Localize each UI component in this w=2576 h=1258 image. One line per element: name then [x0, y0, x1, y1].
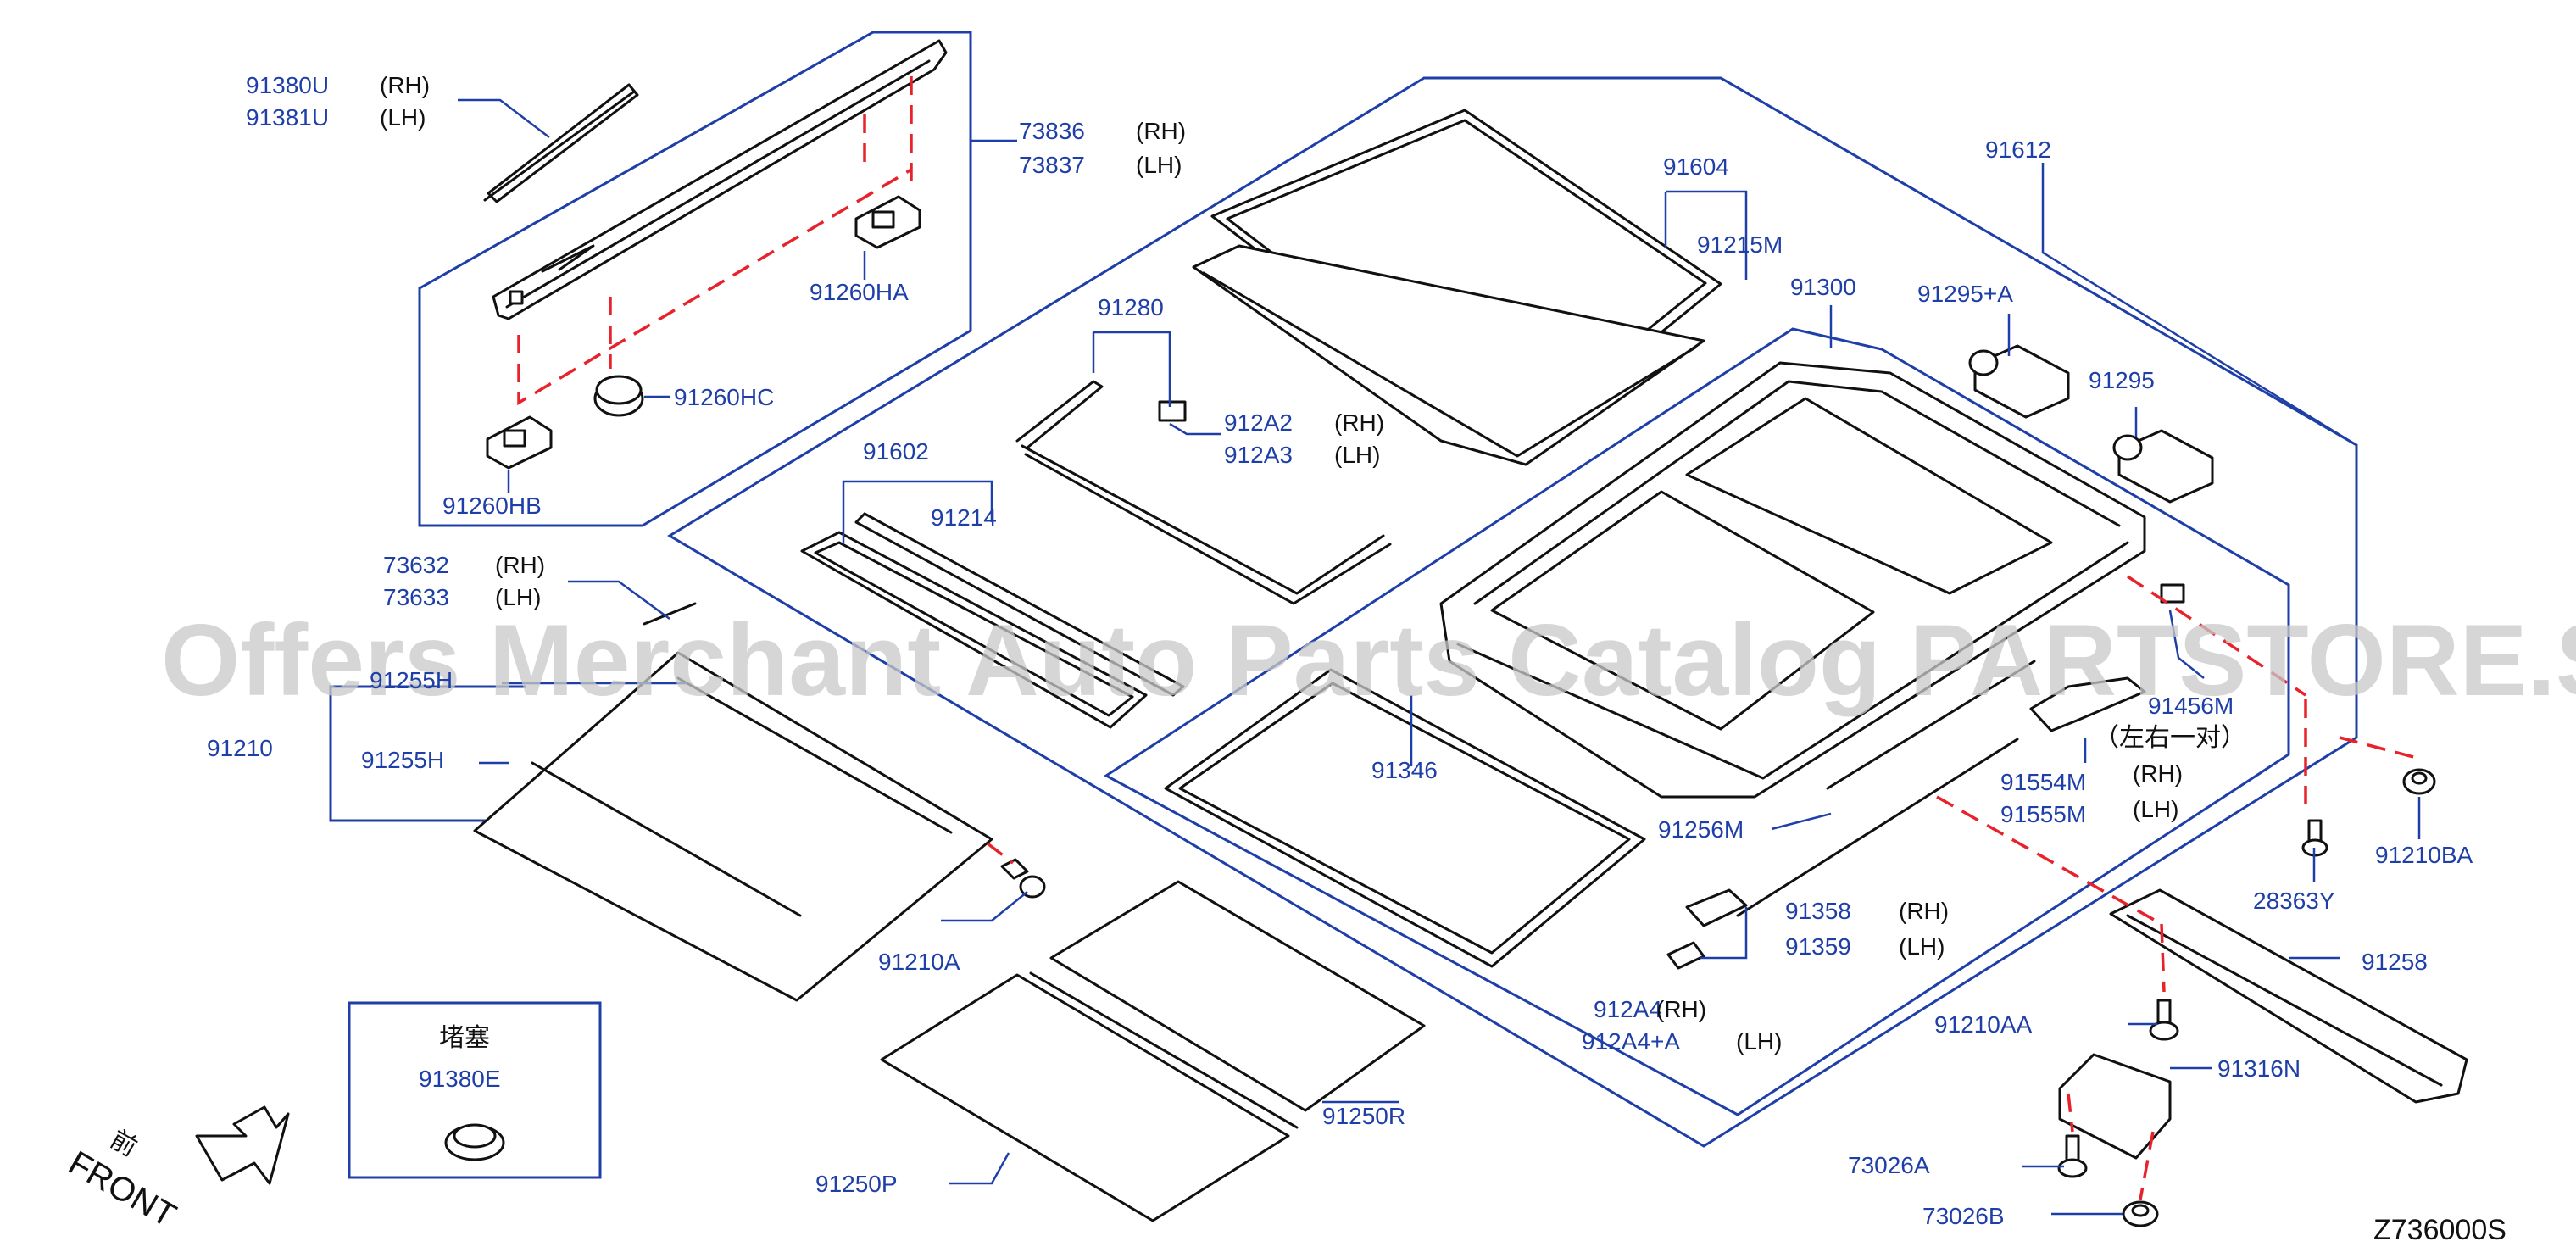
label-rh-912A4: (RH): [1656, 996, 1706, 1022]
part-number-labels: 91380U (RH) 91381U (LH) 73836 (RH) 73837…: [207, 72, 2473, 1229]
label-91381U[interactable]: 91381U: [246, 104, 329, 131]
label-91456M[interactable]: 91456M: [2148, 693, 2234, 719]
label-rh-91358: (RH): [1899, 898, 1949, 924]
label-lh-91555M: (LH): [2133, 796, 2178, 822]
label-91295A[interactable]: 91295+A: [1917, 281, 2013, 307]
front-indicator: 前 FRONT: [63, 1105, 290, 1235]
sunshade-91250R: [1049, 880, 1426, 1112]
bolt-91210AA: [2149, 999, 2179, 1041]
sunroof-frame-91300: [1439, 361, 2146, 799]
label-91250R[interactable]: 91250R: [1322, 1103, 1405, 1129]
group-outline-frame-91300: [1104, 327, 2290, 1116]
label-rh-91380U: (RH): [380, 72, 430, 98]
label-912A4A[interactable]: 912A4+A: [1582, 1028, 1680, 1055]
label-lh-91359: (LH): [1899, 933, 1945, 960]
label-73026A[interactable]: 73026A: [1848, 1152, 1930, 1178]
nut-91210BA: [2402, 768, 2436, 795]
pair-note: （左右一对）: [2094, 723, 2246, 753]
clip-91456M: [2160, 583, 2185, 604]
seal-frame-91602: [800, 512, 1185, 729]
label-912A2[interactable]: 912A2: [1224, 409, 1293, 436]
label-91260HB[interactable]: 91260HB: [442, 493, 542, 519]
label-91250P[interactable]: 91250P: [815, 1171, 898, 1197]
sunshade-91250P: [880, 971, 1299, 1222]
label-73026B[interactable]: 73026B: [1922, 1203, 2005, 1229]
label-28363Y[interactable]: 28363Y: [2253, 888, 2335, 914]
assembly-dashed-lines: [517, 76, 2421, 1200]
group-outline-roof-rail: [418, 31, 972, 527]
glass-panel-91215M: [1192, 244, 1705, 466]
label-lh-912A3: (LH): [1334, 442, 1380, 468]
label-91214[interactable]: 91214: [931, 504, 997, 531]
label-91604[interactable]: 91604: [1663, 153, 1729, 180]
label-lh-73837: (LH): [1136, 152, 1182, 178]
roof-rail-moulding: [483, 39, 948, 320]
frame-seal-91346: [1164, 668, 1646, 968]
group-outline-shade: [329, 685, 534, 822]
label-91210A[interactable]: 91210A: [878, 949, 960, 975]
sunshade-panel-91210: [473, 602, 993, 1002]
label-91255H-lower[interactable]: 91255H: [361, 747, 444, 773]
label-lh-73633: (LH): [495, 584, 541, 610]
label-91215M[interactable]: 91215M: [1697, 231, 1783, 258]
bolt-91210A: [1000, 858, 1046, 899]
label-73633[interactable]: 73633: [383, 584, 449, 610]
label-lh-91381U: (LH): [380, 104, 426, 131]
label-lh-912A4A: (LH): [1736, 1028, 1782, 1055]
label-91358[interactable]: 91358: [1785, 898, 1851, 924]
motor-91295: [2112, 429, 2214, 504]
bolt-73026A: [2057, 1134, 2088, 1178]
label-91602[interactable]: 91602: [863, 438, 929, 465]
label-91555M[interactable]: 91555M: [2000, 801, 2086, 827]
clip-91260HB: [486, 415, 553, 470]
front-arrow-icon: [195, 1105, 290, 1185]
label-91280[interactable]: 91280: [1098, 294, 1164, 320]
label-91316N[interactable]: 91316N: [2217, 1055, 2301, 1082]
front-cn-label: 前: [105, 1125, 142, 1163]
cable-91256M: [1736, 660, 2036, 917]
label-91210[interactable]: 91210: [207, 735, 273, 761]
bracket-91358: [1685, 888, 1748, 927]
label-73836[interactable]: 73836: [1019, 118, 1085, 144]
label-73837[interactable]: 73837: [1019, 152, 1085, 178]
clip-912A4: [1666, 941, 1705, 970]
label-73632[interactable]: 73632: [383, 552, 449, 578]
group-outline-plug: [348, 1001, 602, 1179]
label-912A4[interactable]: 912A4: [1594, 996, 1662, 1022]
plug-91380E: [444, 1123, 505, 1161]
label-91295[interactable]: 91295: [2089, 367, 2155, 393]
label-912A3[interactable]: 912A3: [1224, 442, 1293, 468]
watermark-text: Offers Merchant Auto Parts Catalog PARTS…: [161, 604, 2576, 717]
label-91258[interactable]: 91258: [2362, 949, 2428, 975]
label-91210BA[interactable]: 91210BA: [2375, 842, 2473, 868]
nut-73026B: [2122, 1200, 2159, 1227]
label-91255H-upper[interactable]: 91255H: [370, 667, 453, 693]
leader-lines: [458, 98, 2421, 1216]
bracket-91554M: [2029, 676, 2146, 732]
label-91300[interactable]: 91300: [1790, 274, 1856, 300]
clip-91260HC: [593, 375, 644, 417]
plug-caption: 堵塞: [439, 1023, 490, 1053]
label-91554M[interactable]: 91554M: [2000, 769, 2086, 795]
label-91359[interactable]: 91359: [1785, 933, 1851, 960]
motor-91295A: [1968, 344, 2070, 419]
wind-deflector-91280: [1015, 380, 1392, 605]
label-91256M[interactable]: 91256M: [1658, 816, 1744, 843]
label-rh-73836: (RH): [1136, 118, 1186, 144]
clip-91260HA: [854, 195, 921, 249]
label-91346[interactable]: 91346: [1371, 757, 1438, 783]
label-rh-73632: (RH): [495, 552, 545, 578]
label-91260HC[interactable]: 91260HC: [674, 384, 774, 410]
label-91612[interactable]: 91612: [1985, 136, 2051, 163]
label-91260HA[interactable]: 91260HA: [810, 279, 909, 305]
label-91380U[interactable]: 91380U: [246, 72, 329, 98]
label-91210AA[interactable]: 91210AA: [1934, 1011, 2033, 1038]
figure-code: Z736000S: [2373, 1214, 2506, 1246]
guide-rail-91258: [2109, 888, 2468, 1104]
bracket-91316N: [2058, 1053, 2172, 1160]
label-rh-912A2: (RH): [1334, 409, 1384, 436]
label-91380E[interactable]: 91380E: [419, 1066, 501, 1092]
label-rh-91554M: (RH): [2133, 760, 2183, 787]
